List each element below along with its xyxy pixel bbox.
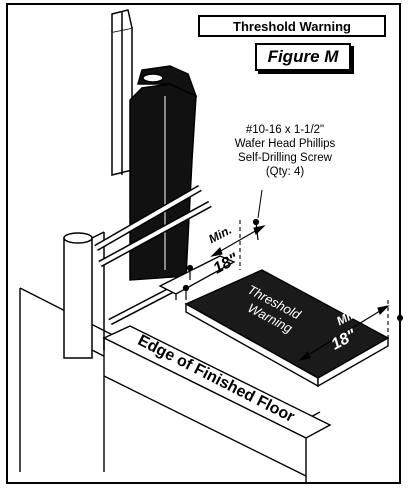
screw-icon: [396, 314, 404, 336]
screw-callout-line3: Self-Drilling Screw: [238, 152, 332, 164]
screw-callout-line4: (Qty: 4): [265, 166, 305, 178]
dimension-lines: [210, 220, 390, 361]
floor-edge-step: [102, 325, 332, 484]
screw-callout-line2: Wafer Head Phillips: [234, 138, 336, 150]
figure-label: Figure M: [255, 43, 351, 71]
motor-housing: [129, 65, 198, 281]
dimension-left-label: Min.: [206, 223, 234, 247]
screw-callout: #10-16 x 1-1/2" Wafer Head Phillips Self…: [200, 123, 370, 179]
screw-icons: [182, 218, 404, 336]
screw-callout-line1: #10-16 x 1-1/2": [245, 124, 325, 136]
callout-leader: [257, 189, 263, 219]
lift-post: [63, 9, 133, 359]
mounting-bracket: [158, 255, 236, 300]
screw-icon: [186, 264, 194, 280]
screw-icon: [182, 284, 190, 300]
page-title: Threshold Warning: [198, 15, 386, 37]
